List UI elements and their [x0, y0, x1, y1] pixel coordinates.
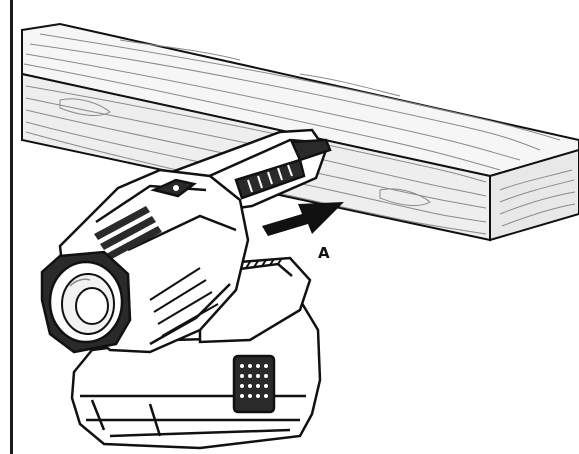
- battery-release-button: [232, 354, 276, 414]
- lens-center: [75, 287, 109, 325]
- lamp-lens: [40, 250, 132, 354]
- handle-clip: [290, 138, 332, 162]
- left-border-rule: [10, 0, 13, 454]
- beam-end-grain: [499, 169, 576, 227]
- lamp-vents: [94, 206, 162, 260]
- grip-ridges: [247, 164, 293, 193]
- battery-button-texture: [240, 364, 268, 398]
- push-arrow: [262, 202, 344, 236]
- battery-pack: [70, 298, 322, 450]
- base-ribs: [245, 257, 283, 269]
- lamp-side-fins: [149, 267, 219, 337]
- switch-knob: [173, 185, 179, 191]
- callout-label-a: A: [318, 244, 331, 262]
- beam-grain-top: [23, 33, 561, 171]
- beam-end-face: [489, 148, 579, 242]
